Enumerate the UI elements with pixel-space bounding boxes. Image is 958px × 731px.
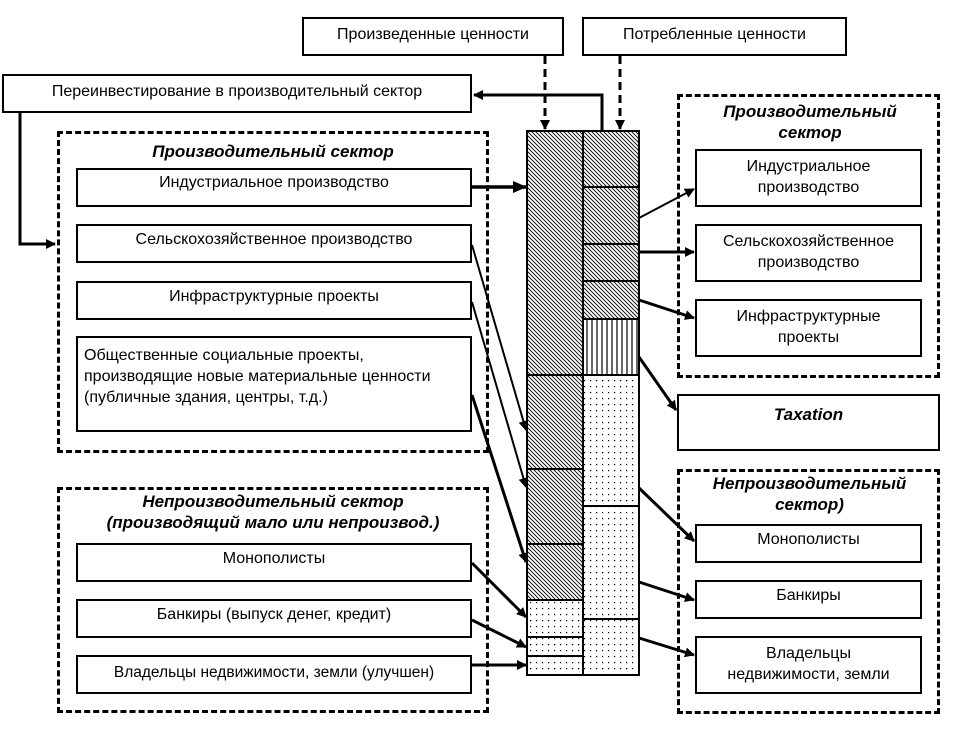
arrow-monopolists-to-column [470,561,528,619]
consumed-segment-monopolists [582,374,640,507]
consumed-segment-industrial [582,186,640,245]
produced-segment-social-projects [526,374,584,470]
produced-segment-bankers [526,636,584,657]
produced-segment-monopolists [526,599,584,638]
left-agricultural-label: Сельскохозяйственное производство [135,231,413,248]
taxation-label: Taxation [773,405,844,424]
left-social-projects-label: Общественные социальные проекты, произво… [84,347,431,406]
arrow-social-projects-to-column [470,394,528,563]
right-monopolists-box: Монополисты [695,524,922,563]
consumed-segment-reinvestment [582,130,640,188]
left-infrastructure-label: Инфраструктурные проекты [169,288,379,305]
arrow-column-to-industrial [638,188,695,219]
left-productive-sector-title: Производительный сектор [152,142,394,161]
produced-segment-landowners [526,655,584,676]
right-bankers-box: Банкиры [695,580,922,619]
consumed-values-box: Потребленные ценности [582,17,847,56]
right-monopolists-label: Монополисты [757,531,860,548]
left-bankers-label: Банкиры (выпуск денег, кредит) [156,606,392,623]
consumed-values-column [582,130,640,676]
right-infrastructure-label: Инфраструктурные проекты [736,308,881,346]
left-unproductive-sector-group [57,487,489,713]
arrow-column-to-bankers [638,580,695,602]
left-agricultural-box: Сельскохозяйственное производство [76,224,472,263]
right-unproductive-sector-title: Непроизводительный сектор) [712,474,907,514]
consumed-segment-infrastructure [582,280,640,320]
reinvestment-box: Переинвестирование в производительный се… [2,74,472,113]
consumed-segment-bankers [582,505,640,620]
right-landowners-box: Владельцы недвижимости, земли [695,636,922,694]
left-landowners-box: Владельцы недвижимости, земли (улучшен) [76,655,472,694]
left-infrastructure-box: Инфраструктурные проекты [76,281,472,320]
arrow-infrastructure-to-column [471,301,529,488]
arrow-bankers-to-column [471,618,527,649]
left-landowners-label: Владельцы недвижимости, земли (улучшен) [113,664,435,681]
right-infrastructure-box: Инфраструктурные проекты [695,299,922,357]
left-productive-sector-group [57,131,489,453]
right-unproductive-sector-group [677,469,940,714]
right-industrial-label: Индустриальное производство [746,158,871,196]
right-productive-sector-title: Производительный сектор [723,102,897,142]
produced-values-label: Произведенные ценности [337,26,529,43]
produced-segment-infrastructure [526,543,584,601]
produced-segment-agriculture [526,468,584,545]
arrow-column-to-landowners [638,636,695,658]
reinvestment-return-arrow [473,90,604,131]
left-industrial-box: Индустриальное производство [76,168,472,207]
reinvestment-label: Переинвестирование в производительный се… [51,83,423,100]
right-agricultural-label: Сельскохозяйственное производство [723,233,894,271]
produced-values-box: Произведенные ценности [302,17,564,56]
consumed-segment-landowners [582,618,640,676]
produced-segment-productive [526,130,584,376]
right-bankers-label: Банкиры [776,587,841,604]
reinvestment-feed-arrow [18,113,56,249]
left-bankers-box: Банкиры (выпуск денег, кредит) [76,599,472,638]
arrow-agricultural-to-column [471,244,529,431]
arrow-column-to-infrastructure [638,298,695,320]
right-industrial-box: Индустриальное производство [695,149,922,207]
right-agricultural-box: Сельскохозяйственное производство [695,224,922,282]
left-social-projects-box: Общественные социальные проекты, произво… [76,336,472,432]
left-monopolists-box: Монополисты [76,543,472,582]
taxation-box: Taxation [677,394,940,451]
left-monopolists-label: Монополисты [222,550,326,567]
consumed-segment-agricultural [582,243,640,282]
consumed-segment-taxation [582,318,640,376]
consumed-values-label: Потребленные ценности [623,26,806,43]
right-landowners-label: Владельцы недвижимости, земли [727,645,890,683]
arrow-column-to-monopolists [637,486,696,543]
right-productive-sector-group [677,94,940,378]
left-industrial-label: Индустриальное производство [159,174,389,191]
produced-values-column [526,130,584,676]
arrow-column-to-taxation [637,356,678,411]
left-unproductive-sector-title: Непроизводительный сектор (производящий … [106,492,440,532]
